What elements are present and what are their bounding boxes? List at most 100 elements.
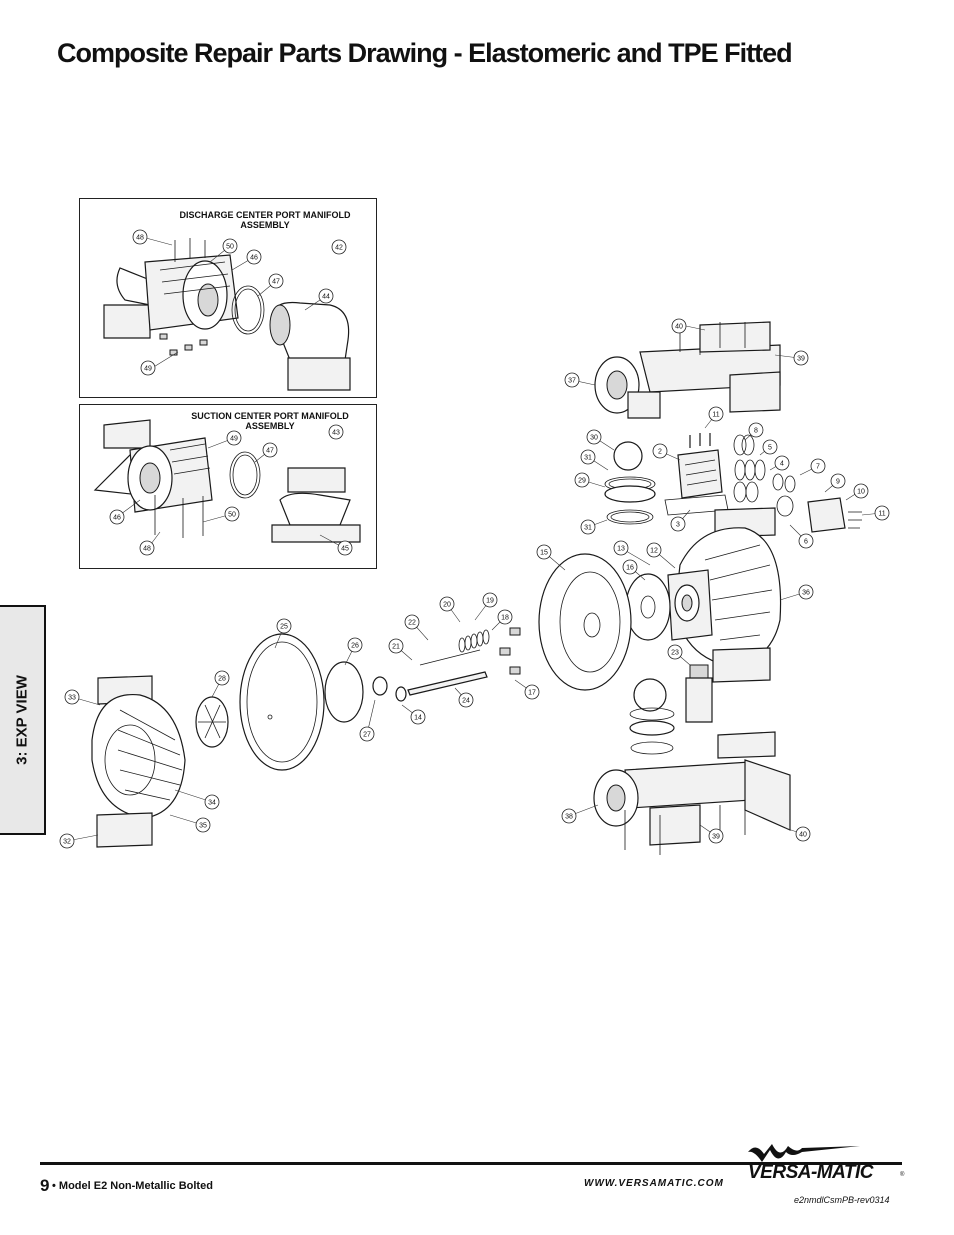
versa-matic-logo: VERSA-MATIC ®	[748, 1144, 905, 1183]
svg-text:30: 30	[590, 435, 598, 442]
svg-text:36: 36	[802, 590, 810, 597]
callout-18: 18	[497, 609, 513, 625]
suction-inset-title: SUCTION CENTER PORT MANIFOLD ASSEMBLY	[191, 411, 349, 431]
check-ball-bottom	[633, 678, 667, 712]
callout-27: 27	[359, 726, 375, 742]
callout-13: 13	[613, 540, 629, 556]
bottom-manifold	[593, 731, 791, 855]
svg-text:®: ®	[900, 1171, 905, 1178]
svg-text:3: 3	[676, 522, 680, 529]
callout-37: 37	[564, 372, 580, 388]
svg-text:24: 24	[462, 698, 470, 705]
callout-19: 19	[482, 592, 498, 608]
svg-text:22: 22	[408, 620, 416, 627]
callout-8: 8	[748, 422, 764, 438]
callout-21: 21	[388, 638, 404, 654]
svg-text:2: 2	[658, 449, 662, 456]
callout-15: 15	[536, 544, 552, 560]
svg-text:44: 44	[322, 294, 330, 301]
callout-39a: 39	[793, 350, 809, 366]
callout-22: 22	[404, 614, 420, 630]
callout-28: 28	[214, 670, 230, 686]
callout-11a: 11	[708, 406, 724, 422]
callout-6: 6	[798, 533, 814, 549]
callout-11b: 11	[874, 505, 890, 521]
air-valve-block	[664, 433, 729, 516]
diaphragm-rod	[372, 671, 488, 702]
website-link[interactable]: WWW.VERSAMATIC.COM	[584, 1178, 724, 1189]
svg-text:48: 48	[143, 546, 151, 553]
callout-34: 34	[204, 794, 220, 810]
callout-36: 36	[798, 584, 814, 600]
discharge-o-ring	[231, 285, 265, 335]
svg-text:6: 6	[804, 539, 808, 546]
callout-49b: 49	[226, 430, 242, 446]
svg-text:21: 21	[392, 644, 400, 651]
suction-manifold-body	[93, 419, 213, 513]
svg-text:26: 26	[351, 643, 359, 650]
callout-46a: 46	[246, 249, 262, 265]
svg-text:14: 14	[414, 715, 422, 722]
svg-text:46: 46	[250, 255, 258, 262]
inner-plate-left	[195, 696, 229, 748]
callout-14: 14	[410, 709, 426, 725]
svg-text:45: 45	[341, 546, 349, 553]
svg-text:28: 28	[218, 676, 226, 683]
pilot-sleeve-and-rings	[419, 629, 490, 666]
callout-40b: 40	[795, 826, 811, 842]
svg-text:29: 29	[578, 478, 586, 485]
svg-text:39: 39	[797, 356, 805, 363]
backup-diaphragm	[324, 661, 364, 723]
svg-text:38: 38	[565, 814, 573, 821]
check-ball-top	[613, 441, 643, 471]
svg-text:49: 49	[144, 366, 152, 373]
callout-48b: 48	[139, 540, 155, 556]
page-number: 9	[40, 1176, 50, 1195]
discharge-manifold-body	[103, 254, 239, 339]
discharge-elbow	[269, 301, 351, 391]
callout-16: 16	[622, 559, 638, 575]
callout-30: 30	[586, 429, 602, 445]
footer-rule	[40, 1162, 902, 1165]
page-title: Composite Repair Parts Drawing - Elastom…	[57, 38, 793, 68]
svg-text:4: 4	[780, 461, 784, 468]
svg-text:48: 48	[136, 235, 144, 242]
svg-text:47: 47	[266, 448, 274, 455]
svg-text:50: 50	[228, 512, 236, 519]
section-tab[interactable]: 3: EXP VIEW	[0, 605, 46, 835]
inner-plate-right	[625, 573, 671, 641]
callout-5: 5	[762, 439, 778, 455]
callout-46b: 46	[109, 509, 125, 525]
svg-text:11: 11	[878, 511, 885, 518]
callout-50a: 50	[222, 238, 238, 254]
svg-text:13: 13	[617, 546, 625, 553]
air-chamber-screws	[499, 627, 521, 675]
svg-text:37: 37	[568, 378, 576, 385]
model-name: • Model E2 Non-Metallic Bolted	[52, 1180, 213, 1192]
callout-40a: 40	[671, 318, 687, 334]
callout-45: 45	[337, 540, 353, 556]
svg-text:7: 7	[816, 464, 820, 471]
svg-text:5: 5	[768, 445, 772, 452]
suction-o-ring	[229, 451, 261, 499]
svg-text:12: 12	[650, 548, 658, 555]
callout-26: 26	[347, 637, 363, 653]
diaphragm-left	[239, 633, 325, 771]
valve-seat-orings-top	[604, 476, 656, 525]
top-manifold	[594, 321, 781, 419]
callout-25: 25	[276, 618, 292, 634]
callout-29: 29	[574, 472, 590, 488]
svg-text:23: 23	[671, 650, 679, 657]
callout-50b: 50	[224, 506, 240, 522]
callout-35: 35	[195, 817, 211, 833]
callout-44: 44	[318, 288, 334, 304]
discharge-inset-title: DISCHARGE CENTER PORT MANIFOLD ASSEMBLY	[179, 210, 351, 230]
left-outer-chamber	[91, 675, 186, 848]
callout-12: 12	[646, 542, 662, 558]
air-valve-spool	[733, 434, 796, 517]
svg-text:39: 39	[712, 834, 720, 841]
suction-tee-inlet	[271, 467, 361, 543]
svg-text:20: 20	[443, 602, 451, 609]
svg-text:40: 40	[675, 324, 683, 331]
